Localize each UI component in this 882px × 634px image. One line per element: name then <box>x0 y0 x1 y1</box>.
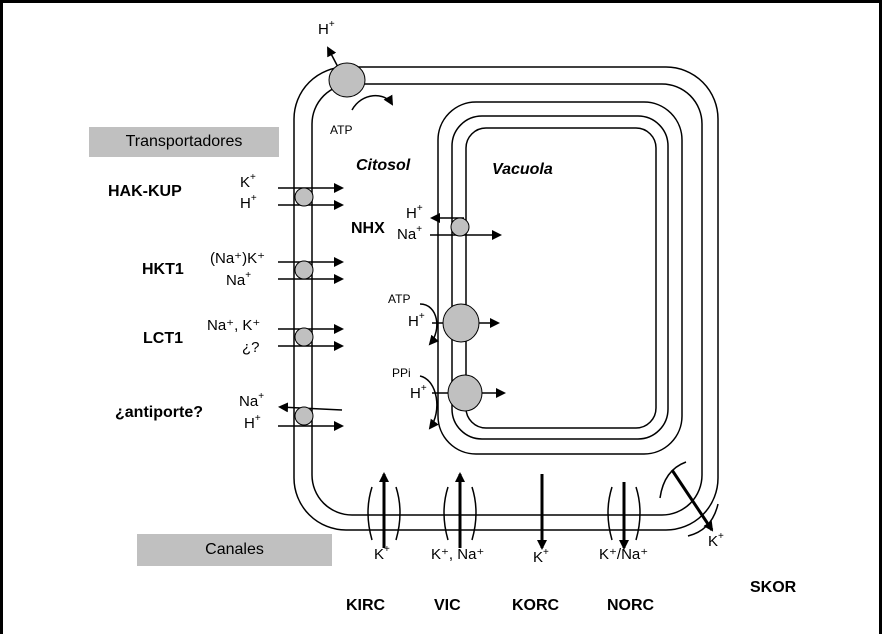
plasma-membrane-inner <box>311 83 703 516</box>
vacuole-label: Vacuola <box>492 161 553 178</box>
skor-ion: K+ <box>708 531 724 550</box>
vacuolar-ppase-pump <box>447 374 483 412</box>
proton-label: H+ <box>318 19 335 38</box>
nhx-transporter <box>450 217 470 237</box>
nhx-ion-h: H+ <box>406 203 423 222</box>
plasma-membrane-outer <box>293 66 719 531</box>
vic-label: VIC <box>434 597 461 614</box>
frame-border <box>0 0 882 3</box>
nhx-ion-na: Na+ <box>397 224 423 243</box>
lct1-label: LCT1 <box>143 330 183 347</box>
hak-kup-ion-k: K+ <box>240 172 256 191</box>
norc-channel <box>607 486 641 541</box>
vppase-ppi-label: PPi <box>392 366 411 380</box>
cytosol-label: Citosol <box>356 157 411 174</box>
vatpase-ion-h: H+ <box>408 311 425 330</box>
vacuolar-atpase-pump <box>442 303 480 343</box>
tonoplast-inner <box>451 115 669 440</box>
frame-border <box>0 0 3 634</box>
korc-ion: K+ <box>533 547 549 566</box>
skor-label: SKOR <box>750 579 797 596</box>
kirc-label: KIRC <box>346 597 386 614</box>
antiporter-transporter <box>294 406 314 426</box>
kirc-channel <box>367 486 401 541</box>
transport-section-box: Transportadores <box>89 127 279 157</box>
atp-hydrolysis-arrow <box>351 94 394 111</box>
vic-channel <box>443 486 477 541</box>
hkt1-label: HKT1 <box>142 261 184 278</box>
antiporter-ion-na: Na+ <box>239 391 265 410</box>
vic-ion: K⁺, Na⁺ <box>431 546 485 563</box>
nhx-label: NHX <box>351 220 385 237</box>
frame-border <box>879 0 882 634</box>
antiporter-ion-h: H+ <box>244 413 261 432</box>
hak-kup-transporter <box>294 187 314 207</box>
hkt1-ion-k: (Na⁺)K⁺ <box>210 250 266 267</box>
channels-section-box: Canales <box>137 534 332 566</box>
hak-kup-label: HAK-KUP <box>108 183 182 200</box>
korc-label: KORC <box>512 597 560 614</box>
hkt1-transporter <box>294 260 314 280</box>
atp-label: ATP <box>330 123 353 137</box>
hkt1-ion-na: Na+ <box>226 270 252 289</box>
lct1-ion-2: ¿? <box>242 339 260 356</box>
vacuole-core <box>465 127 657 429</box>
kirc-ion: K+ <box>374 544 390 563</box>
tonoplast-outer <box>437 101 683 455</box>
vppase-ion-h: H+ <box>410 383 427 402</box>
norc-ion: K⁺/Na⁺ <box>599 546 649 563</box>
lct1-transporter <box>294 327 314 347</box>
lct1-ion-1: Na⁺, K⁺ <box>207 317 261 334</box>
vatpase-atp-label: ATP <box>388 292 411 306</box>
plasma-atpase-pump <box>328 62 366 98</box>
norc-label: NORC <box>607 597 655 614</box>
hak-kup-ion-h: H+ <box>240 193 257 212</box>
antiporter-label: ¿antiporte? <box>115 404 203 421</box>
